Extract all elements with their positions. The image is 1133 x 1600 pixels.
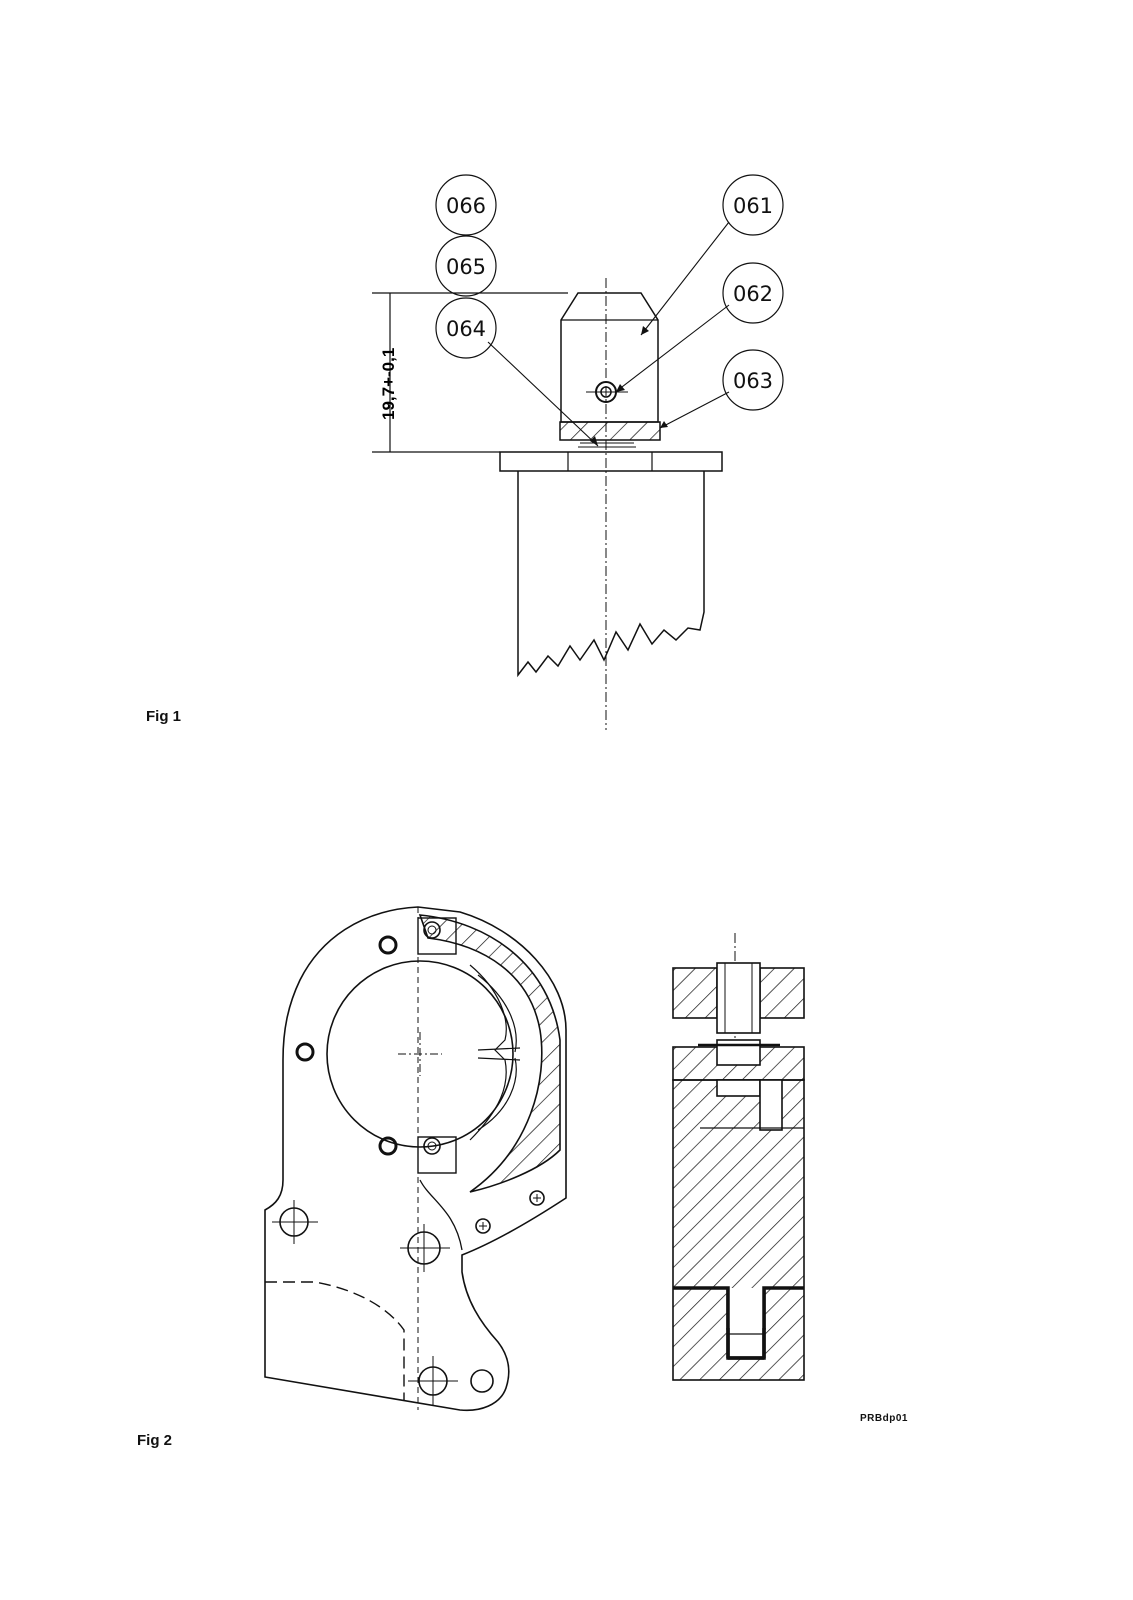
bolt (717, 963, 760, 1033)
fig2-label: Fig 2 (137, 1432, 172, 1449)
callout-066: 066 (446, 194, 486, 218)
fig2-bracket (265, 907, 566, 1410)
reference-code: PRBdp01 (860, 1413, 908, 1424)
callout-064: 064 (446, 317, 486, 341)
fig1-label: Fig 1 (146, 708, 181, 725)
leader-063 (660, 392, 729, 428)
callout-062: 062 (733, 282, 773, 306)
dimension-label: 19,7+-0,1 (379, 348, 398, 420)
cap-061 (561, 293, 658, 422)
leader-062 (618, 305, 729, 390)
leader-064 (488, 342, 598, 446)
callout-063: 063 (733, 369, 773, 393)
callout-065: 065 (446, 255, 486, 279)
callout-061: 061 (733, 194, 773, 218)
fig1-drawing (372, 175, 783, 730)
fig2-section (673, 933, 804, 1380)
shaft-body (518, 471, 704, 675)
leader-061 (641, 222, 729, 335)
flange-plate (500, 452, 722, 471)
